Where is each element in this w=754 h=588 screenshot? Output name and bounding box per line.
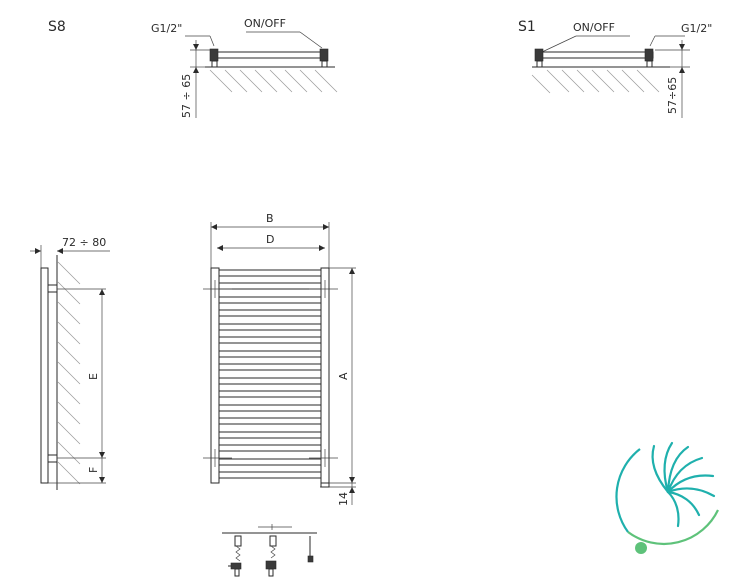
dim-f: F: [87, 467, 100, 473]
rung: [218, 404, 322, 412]
logo-arc-left: [615, 448, 641, 533]
front-pipe-stub: [320, 482, 330, 488]
valve-detail: [222, 524, 317, 577]
side-dim-e-arrow-bottom: [99, 452, 105, 458]
s8-radiator-bar: [212, 51, 328, 59]
s8-onoff-leader-tip: [299, 31, 323, 49]
s1-wall-hatch: [531, 69, 660, 94]
valve-right-cap: [307, 555, 314, 563]
s8-pipe-right: [321, 60, 328, 68]
logo-fan-blades: [651, 441, 716, 528]
rung: [218, 309, 322, 317]
logo-arc-bottom: [627, 509, 719, 546]
s8-pipe-left: [211, 60, 218, 68]
rung: [218, 390, 322, 398]
s8-thread-label: G1/2": [151, 22, 182, 35]
rung: [218, 471, 322, 479]
rung: [218, 444, 322, 452]
logo-dot: [635, 542, 647, 554]
fan-flower-logo: [615, 441, 719, 554]
s8-wall-hatch: [209, 69, 338, 93]
valve-left-pipe: [234, 568, 240, 577]
s1-onoff-leader-tip: [541, 35, 577, 53]
rung: [218, 323, 322, 331]
s8-thread-leader-tip: [209, 35, 215, 47]
dim-d: D: [266, 233, 274, 246]
valve-left-nut: [230, 562, 242, 570]
s8-valve-right: [319, 48, 329, 62]
front-dim-a-arrow-bottom: [349, 477, 355, 483]
s1-onoff-label: ON/OFF: [573, 21, 615, 34]
valve-mid-spring: [270, 545, 276, 559]
front-dim-b-arrow-right: [323, 224, 329, 230]
s1-valve-left: [534, 48, 544, 62]
side-dim-f-arrow: [99, 477, 105, 483]
s1-label: S1: [518, 19, 536, 35]
side-bracket-top: [47, 284, 58, 293]
s1-dim-arrow-top: [679, 44, 685, 50]
rung: [218, 269, 322, 277]
rung: [218, 417, 322, 425]
s1-pipe-right: [646, 60, 653, 68]
dim-b: B: [266, 212, 274, 225]
dim-72-80: 72 ÷ 80: [62, 236, 106, 249]
s1-thread-leader-tip: [649, 35, 656, 47]
front-rungs: [218, 269, 322, 479]
side-dim-arrow-right: [57, 248, 63, 254]
front-dim-b-arrow-left: [211, 224, 217, 230]
front-post-left: [210, 267, 220, 484]
rung: [218, 363, 322, 371]
dim-a: A: [337, 372, 350, 380]
s1-thread-label: G1/2": [681, 22, 712, 35]
valve-mid-pipe: [268, 568, 274, 577]
s8-dim-57-65: 57 ÷ 65: [180, 74, 193, 118]
dim-e: E: [87, 373, 100, 380]
front-view: B D: [203, 212, 356, 506]
side-dim-e-arrow-top: [99, 289, 105, 295]
rung: [218, 350, 322, 358]
s8-label: S8: [48, 19, 66, 35]
front-dim-14-arrow: [349, 487, 355, 493]
s1-valve-right: [644, 48, 654, 62]
side-view: 72 ÷ 80 E: [30, 236, 110, 490]
valve-mid-nut: [265, 560, 277, 570]
front-dim-d-arrow-left: [217, 245, 223, 251]
side-wall-hatch: [57, 261, 81, 485]
side-dim-arrow-left: [35, 248, 41, 254]
front-bracket-marks: [203, 280, 338, 467]
s8-dim-arrow-bottom: [193, 67, 199, 73]
rung: [218, 336, 322, 344]
s8-valve-left: [209, 48, 219, 62]
s1-top-view: S1 ON/OFF G1/2" 57÷65: [518, 19, 712, 118]
s8-onoff-label: ON/OFF: [244, 17, 286, 30]
rung: [218, 296, 322, 304]
s8-top-view: S8 G1/2" ON/OFF 57 ÷ 65: [48, 17, 338, 118]
side-bracket-bottom: [47, 454, 58, 463]
s1-dim-57-65: 57÷65: [666, 77, 679, 114]
s1-radiator-bar: [538, 51, 654, 59]
rung: [218, 282, 322, 290]
valve-left-body: [234, 535, 242, 547]
rung: [218, 458, 322, 466]
valve-mid-body: [269, 535, 277, 547]
rung: [218, 377, 322, 385]
s1-dim-arrow-bottom: [679, 67, 685, 73]
side-radiator-profile: [40, 267, 49, 484]
front-dim-d-arrow-right: [319, 245, 325, 251]
s1-pipe-left: [536, 60, 543, 68]
dim-14: 14: [337, 492, 350, 506]
front-dim-a-arrow-top: [349, 268, 355, 274]
rung: [218, 431, 322, 439]
valve-left-spring: [235, 545, 241, 562]
s8-dim-arrow-top: [193, 44, 199, 50]
